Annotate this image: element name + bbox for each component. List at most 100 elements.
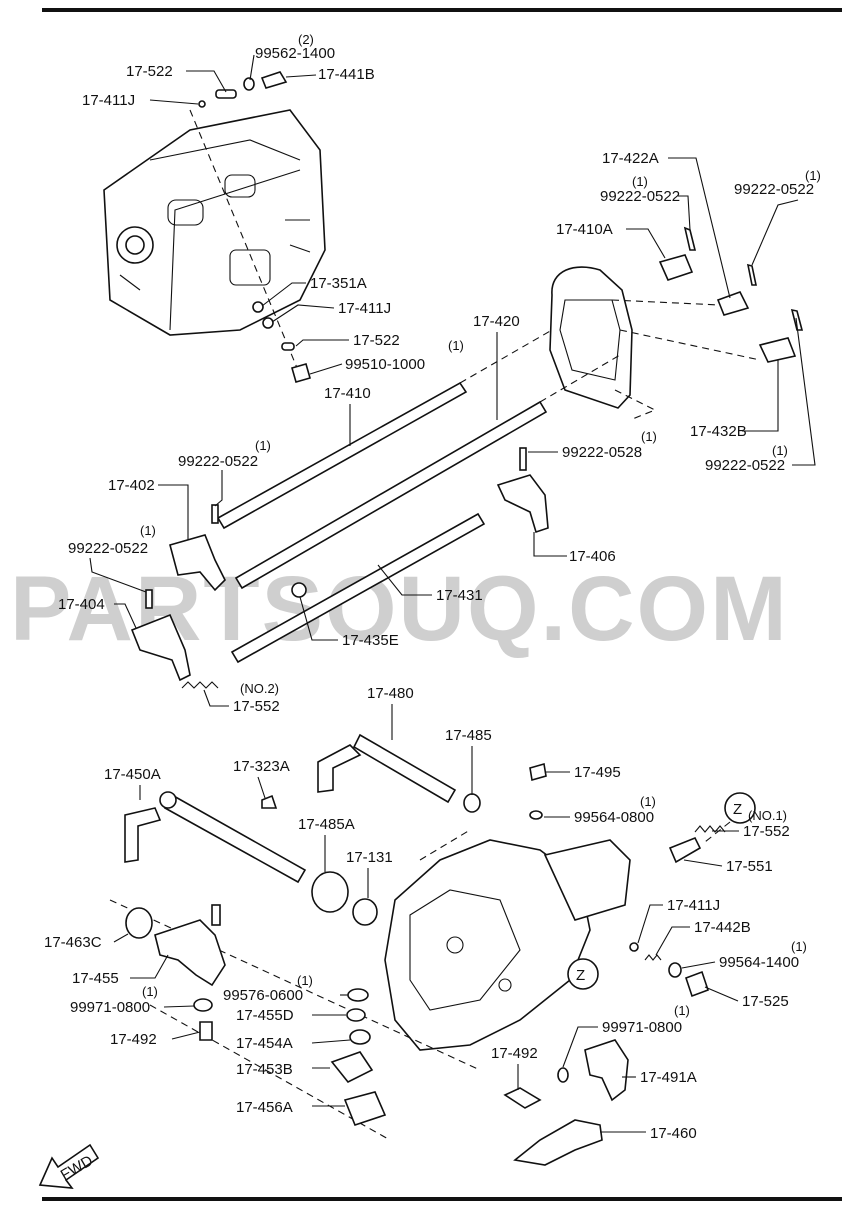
leader-line [681, 961, 716, 969]
leader-line [261, 282, 306, 307]
leader-line [704, 986, 739, 1002]
callout-17-455: 17-455 [72, 954, 169, 987]
callout-99222-0528: 99222-0528(1) [528, 429, 657, 461]
part-number-label: 17-351A [310, 275, 367, 292]
part-number-label: 17-420 [473, 313, 520, 330]
part-number-label: 17-411J [82, 92, 135, 109]
rear-small-parts [658, 226, 804, 363]
leader-line [792, 317, 816, 466]
part-number-label: 99222-0522 [734, 181, 814, 198]
callout-17-402: 17-402 [108, 477, 189, 540]
callout-17-441B: 17-441B [285, 66, 375, 83]
leader-line [285, 74, 317, 78]
part-number-label: 99222-0522 [68, 540, 148, 557]
leader-line [249, 54, 255, 81]
part-number-label: 99564-1400 [719, 954, 799, 971]
part-number-label: 17-491A [640, 1069, 697, 1086]
callout-17-522: 17-522 [126, 63, 227, 93]
part-number-label: 17-455 [72, 970, 119, 987]
small-parts-top [198, 71, 311, 383]
leader-line [171, 1031, 201, 1040]
springs [181, 681, 726, 833]
part-number-label: 17-552 [233, 698, 280, 715]
part-number-label: 17-463C [44, 934, 102, 951]
quantity-label: (1) [772, 443, 788, 458]
part-number-label: 17-402 [108, 477, 155, 494]
callout-17-131: 17-131 [346, 849, 393, 898]
transmission-case [103, 109, 326, 336]
callout-17-551: 17-551 [683, 858, 773, 875]
leader-line [186, 70, 227, 93]
z-marker-upper: Z [704, 792, 756, 843]
part-number-label: 17-460 [650, 1125, 697, 1142]
callout-17-460: 17-460 [600, 1125, 697, 1142]
callout-99222-0522: 99222-0522(1) [705, 317, 816, 474]
part-number-label: 17-454A [236, 1035, 293, 1052]
leader-line [311, 1039, 351, 1044]
quantity-label: (NO.1) [748, 808, 787, 823]
callout-17-431: 17-431 [377, 564, 483, 604]
quantity-label: (1) [674, 1003, 690, 1018]
part-number-label: 17-435E [342, 632, 399, 649]
callout-99562-1400: 99562-1400(2) [249, 32, 335, 81]
leader-line [533, 532, 567, 557]
callout-17-456A: 17-456A [236, 1099, 345, 1116]
callout-99222-0522: 99222-0522(1) [178, 438, 271, 507]
leader-line [637, 904, 663, 944]
part-number-label: 17-450A [104, 766, 161, 783]
part-number-label: 17-495 [574, 764, 621, 781]
part-number-label: 17-131 [346, 849, 393, 866]
part-number-label: 17-456A [236, 1099, 293, 1116]
callout-17-485A: 17-485A [298, 816, 355, 872]
quantity-label: (1) [632, 174, 648, 189]
callout-17-323A: 17-323A [233, 758, 290, 799]
part-number-label: 17-552 [743, 823, 790, 840]
part-number-label: 17-492 [491, 1045, 538, 1062]
part-number-label: 17-410 [324, 385, 371, 402]
callout-17-351A: 17-351A [261, 275, 367, 307]
rear-cover [549, 266, 633, 409]
svg-text:Z: Z [576, 967, 585, 984]
part-number-label: 17-551 [726, 858, 773, 875]
leader-line [655, 926, 690, 956]
part-number-label: 99222-0522 [705, 457, 785, 474]
part-number-label: 17-323A [233, 758, 290, 775]
quantity-label: (1) [641, 429, 657, 444]
callout-17-453B: 17-453B [236, 1061, 330, 1078]
leader-line [626, 228, 666, 259]
leader-line [562, 1026, 598, 1068]
part-number-label: 99222-0528 [562, 444, 642, 461]
quantity-label: (1) [255, 438, 271, 453]
leader-line [377, 564, 432, 596]
part-number-label: 17-404 [58, 596, 105, 613]
fwd-arrow-icon: FWD [38, 1143, 100, 1189]
part-number-label: 17-442B [694, 919, 751, 936]
callout-17-454A: 17-454A [236, 1035, 351, 1052]
part-number-label: 99222-0522 [600, 188, 680, 205]
callout-17-495: 17-495 [546, 764, 621, 781]
callout-17-435E: 17-435E [299, 596, 399, 649]
part-number-label: 17-522 [126, 63, 173, 80]
callout-99971-0800: 99971-0800(1) [562, 1003, 690, 1068]
part-number-label: 17-432B [690, 423, 747, 440]
part-number-label: 17-406 [569, 548, 616, 565]
callout-17-525: 17-525 [704, 986, 789, 1010]
callout-17-492: 17-492 [110, 1031, 201, 1048]
part-number-label: 17-453B [236, 1061, 293, 1078]
callout-17-411J: 17-411J [271, 300, 391, 323]
leader-line [299, 596, 338, 641]
callout-17-422A: 17-422A [602, 150, 731, 299]
part-number-label: 99564-0800 [574, 809, 654, 826]
callout-99222-0522: 99222-0522(1) [68, 523, 156, 593]
callout-17-480: 17-480 [367, 685, 414, 740]
callout-99564-0800: 99564-0800(1) [544, 794, 656, 826]
callout-99222-0522: 99222-0522(1) [734, 168, 821, 266]
callout-17-404: 17-404 [58, 596, 137, 629]
leader-line [203, 689, 229, 707]
part-number-label: 17-522 [353, 332, 400, 349]
callout-17-552: 17-552(NO.2) [203, 681, 280, 715]
rear-cover-dash [611, 299, 761, 421]
callout-17-432B: 17-432B [690, 360, 779, 440]
part-number-label: 99576-0600 [223, 987, 303, 1004]
lower-shafts [124, 733, 481, 926]
